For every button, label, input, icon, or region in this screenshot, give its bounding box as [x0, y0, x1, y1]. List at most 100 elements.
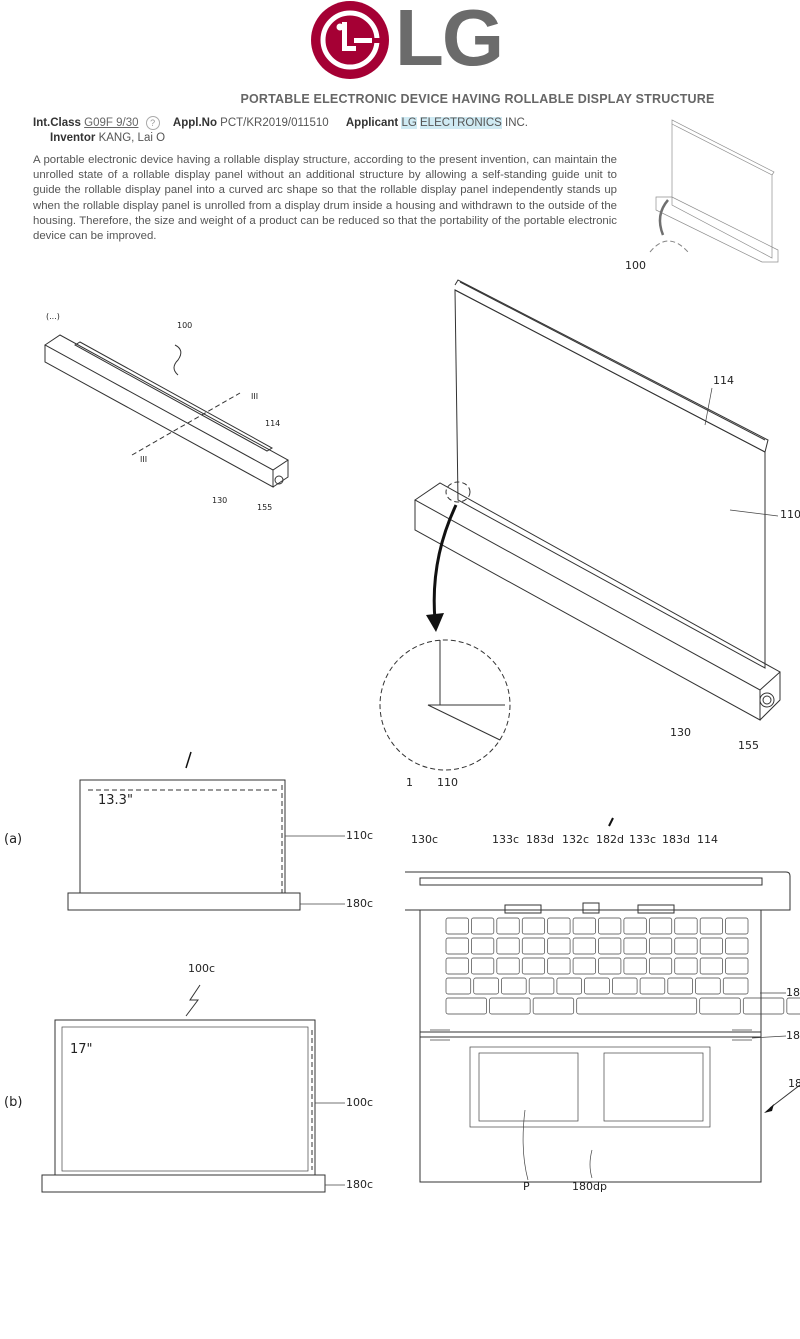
ref-110-open: 110: [780, 508, 800, 521]
ref-130: 130: [212, 496, 228, 505]
keyboard-key: [699, 917, 723, 935]
ref-114-open: 114: [713, 374, 734, 387]
detail-ref-110: 110: [437, 776, 458, 789]
keyboard-key: [648, 937, 673, 955]
keyboard-key: [445, 977, 472, 995]
ref-180c-b: 180c: [346, 1178, 374, 1191]
logo-wordmark: LG: [395, 0, 504, 82]
closed-device-figure: [44, 334, 289, 488]
keyboard-key: [572, 917, 596, 935]
patent-abstract: A portable electronic device having a ro…: [33, 154, 617, 243]
keyboard-key: [521, 937, 546, 955]
keyboard-key: [725, 917, 749, 935]
applicant-highlight-electronics: ELECTRONICS: [420, 117, 502, 129]
lg-logo: LG: [0, 0, 800, 85]
keyboard-key: [445, 957, 469, 975]
open-device-figure: [379, 279, 781, 771]
keyboard-key: [648, 957, 673, 975]
laptop-ref-right-3: 18: [788, 1077, 800, 1090]
keyboard-key: [445, 997, 487, 1015]
figure-b: [41, 984, 345, 1193]
keyboard-key: [725, 937, 749, 955]
keyboard-key: [532, 997, 575, 1015]
keyboard-key: [742, 997, 785, 1015]
keyboard-key: [699, 997, 741, 1015]
keyboard-key: [576, 997, 698, 1015]
ref-100-open: 100: [625, 259, 646, 272]
inventor-label: Inventor: [50, 132, 96, 144]
keyboard-key: [598, 937, 622, 955]
keyboard-key: [528, 977, 555, 995]
appl-no-label: Appl.No: [172, 117, 217, 129]
ref-100: 100: [177, 321, 193, 330]
keyboard-key: [639, 977, 666, 995]
thumbnail-figure: [649, 119, 779, 263]
keyboard-key: [471, 917, 495, 935]
applicant-highlight-lg: LG: [401, 117, 417, 129]
keyboard-key: [473, 977, 499, 995]
fig-a-size: 13.3": [98, 793, 133, 808]
int-class-link[interactable]: G09F 9/30: [84, 117, 139, 129]
lg-logo-mark: [311, 1, 389, 79]
fig-b-tag: (b): [4, 1095, 23, 1110]
section-iii-b: III: [140, 455, 148, 464]
patent-title-text: PORTABLE ELECTRONIC DEVICE HAVING ROLLAB…: [240, 92, 715, 106]
keyboard-key: [722, 977, 749, 995]
keyboard-key: [471, 957, 495, 975]
keyboard-key: [521, 957, 546, 975]
patent-title: PORTABLE ELECTRONIC DEVICE HAVING ROLLAB…: [0, 92, 780, 106]
laptop-ref-right-1: 18: [786, 986, 800, 999]
keyboard-key: [623, 937, 647, 955]
laptop-label: 132c: [562, 833, 590, 846]
fig-b-size: 17": [70, 1042, 93, 1057]
laptop-figure: [405, 817, 800, 1183]
keyboard-key: [598, 917, 622, 935]
laptop-label: 182d: [596, 833, 624, 846]
keyboard-key: [699, 957, 723, 975]
ref-155: 155: [257, 503, 273, 512]
laptop-ref-right-2: 18: [786, 1029, 800, 1042]
laptop-ref-p: P: [523, 1180, 530, 1193]
detail-ref-1: 1: [406, 776, 413, 789]
appl-no-value: PCT/KR2019/011510: [220, 117, 329, 129]
keyboard-key: [695, 977, 721, 995]
keyboard-key: [496, 917, 520, 935]
keyboard-key: [572, 937, 596, 955]
keyboard-key: [445, 937, 469, 955]
keyboard-key: [471, 937, 495, 955]
keyboard-key: [547, 937, 571, 955]
keyboard-key: [667, 977, 693, 995]
keyboard-key: [556, 977, 582, 995]
ref-110c: 110c: [346, 829, 374, 842]
keyboard-key: [674, 937, 698, 955]
fig-a-tag: (a): [4, 832, 23, 847]
keyboard-key: [584, 977, 610, 995]
laptop-label: 114: [697, 833, 718, 846]
figure-a: [67, 751, 345, 911]
keyboard-key: [445, 917, 469, 935]
laptop-label: 183d: [662, 833, 690, 846]
keyboard-key: [623, 917, 647, 935]
laptop-label: 133c: [629, 833, 657, 846]
keyboard-key: [496, 937, 520, 955]
help-icon[interactable]: ?: [145, 116, 160, 130]
keyboard-key: [623, 957, 647, 975]
ref-180c-a: 180c: [346, 897, 374, 910]
keyboard-key: [674, 957, 698, 975]
laptop-label: 183d: [526, 833, 554, 846]
applicant-label: Applicant: [345, 117, 399, 129]
keyboard-key: [572, 957, 596, 975]
ref-100c: 100c: [346, 1096, 374, 1109]
ref-100c-b: 100c: [188, 962, 216, 975]
keyboard-key: [612, 977, 638, 995]
ref-130-open: 130: [670, 726, 691, 739]
laptop-label: 130c: [411, 833, 439, 846]
inventor-value: KANG, Lai O: [98, 132, 166, 144]
keyboard-key: [489, 997, 531, 1015]
keyboard-key: [521, 917, 546, 935]
int-class-label: Int.Class: [33, 117, 81, 129]
keyboard-key: [547, 917, 571, 935]
laptop-ref-180dp: 180dp: [572, 1180, 607, 1193]
keyboard-key: [674, 917, 698, 935]
